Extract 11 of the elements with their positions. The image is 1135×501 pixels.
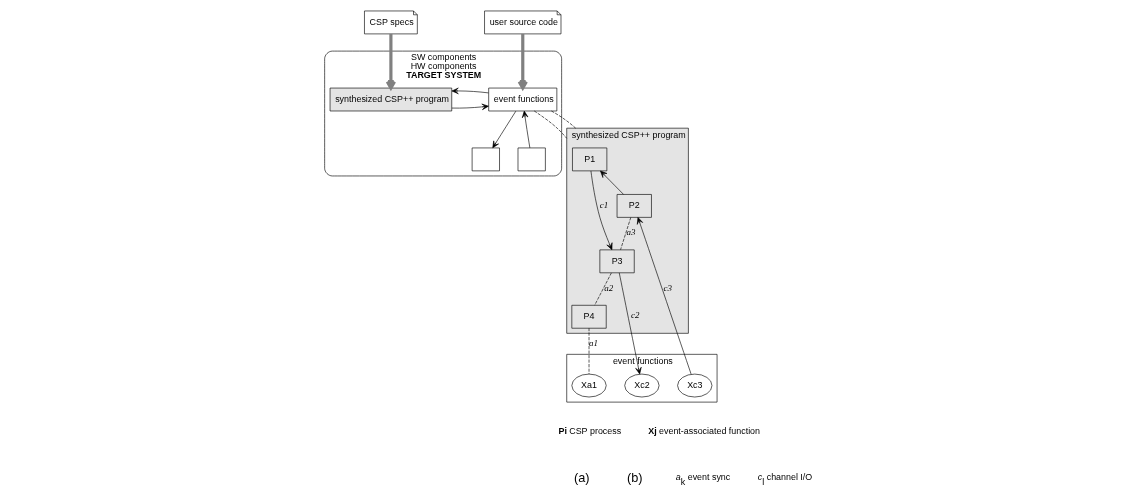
node-label: TARGET SYSTEM bbox=[405, 69, 481, 80]
edge-label: c2 bbox=[630, 310, 639, 321]
edge-label: a1 bbox=[588, 338, 598, 349]
label: Pi CSP process bbox=[557, 425, 621, 436]
edge-label: a2 bbox=[603, 282, 613, 293]
edge-label: c1 bbox=[599, 199, 608, 210]
label: (b) bbox=[626, 469, 643, 485]
label: Xj event-associated function bbox=[647, 425, 760, 436]
edge-label: c3 bbox=[663, 282, 672, 293]
label: (a) bbox=[573, 469, 590, 485]
edge-label: a3 bbox=[626, 227, 636, 238]
